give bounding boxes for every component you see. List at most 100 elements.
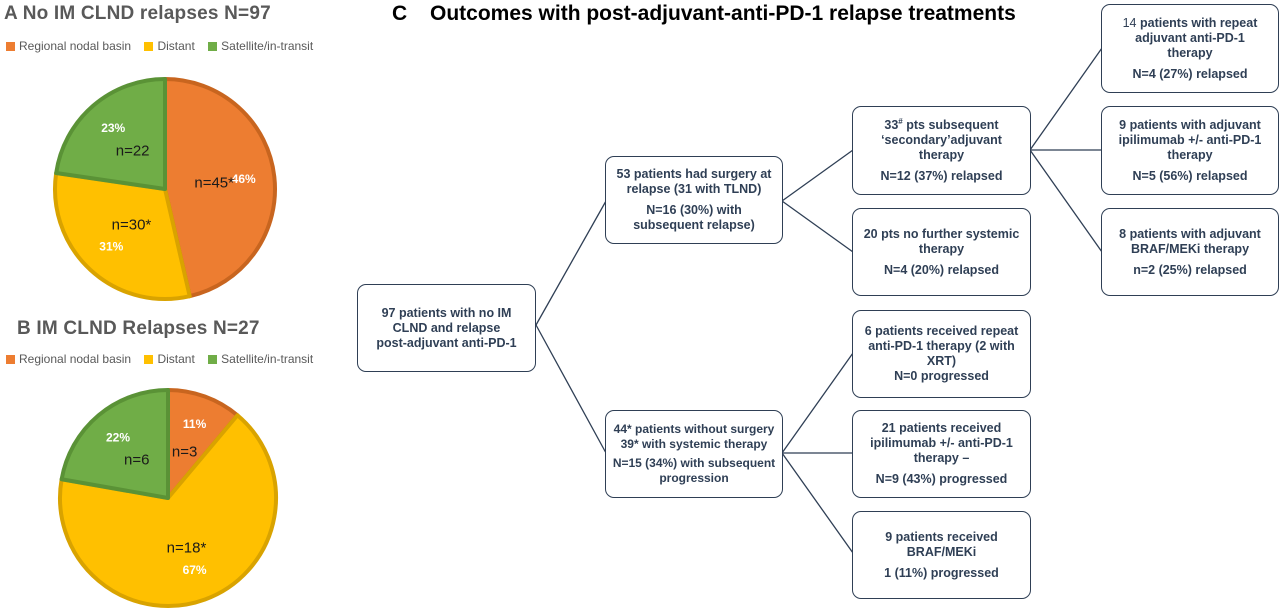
box-outcome: N=4 (20%) relapsed (884, 262, 999, 277)
box-outcome: 1 (11%) progressed (884, 565, 999, 580)
pie-b-slice-2 (59, 388, 170, 500)
pie-b-percent-label: 22% (106, 431, 130, 445)
pie-a-percent-label: 46% (232, 172, 256, 186)
flow-box-root: 97 patients with no IM CLND and relapse … (357, 284, 536, 372)
box-text: 33# pts subsequent (857, 116, 1026, 133)
legend-swatch (208, 41, 218, 51)
box-text: CLND and relapse (392, 320, 501, 335)
pie-a-count-label: n=22 (116, 143, 150, 160)
connector-surgery-secondary (781, 149, 854, 202)
box-text: relapse (31 with TLND) (626, 182, 762, 196)
box-text: therapy (918, 147, 965, 162)
pie-chart-a: 46%n=45*31%n=30*23%n=22 (53, 77, 277, 301)
flow-box-no-further: 20 pts no further systemic therapy N=4 (… (852, 208, 1031, 296)
box-text: therapy (918, 241, 965, 256)
pie-a-count-label: n=45* (194, 174, 234, 191)
legend-item-regional: Regional nodal basin (6, 352, 131, 366)
legend-label: Regional nodal basin (19, 39, 132, 53)
flow-box-repeat-adjuvant-antipd1: 14 patients with repeat adjuvant anti-PD… (1101, 4, 1279, 93)
connector-root-surgery (535, 200, 607, 326)
pie-a-slice-2 (54, 77, 167, 191)
box-text: 97 patients with no IM (381, 305, 512, 320)
box-outcome: N=12 (37%) relapsed (880, 168, 1003, 183)
flow-box-ipi: 21 patients received ipilimumab +/- anti… (852, 410, 1031, 498)
flow-box-braf-adjuvant: 8 patients with adjuvant BRAF/MEKi thera… (1101, 208, 1279, 296)
connector-root-nosurgery (535, 324, 607, 454)
box-outcome: N=0 progressed (894, 369, 989, 383)
legend-item-distant: Distant (144, 39, 195, 53)
pie-b-percent-label: 67% (183, 563, 207, 577)
box-outcome: N=16 (30%) with (646, 203, 742, 217)
panel-a-legend: Regional nodal basin Distant Satellite/i… (6, 39, 323, 54)
panel-c-title: C Outcomes with post-adjuvant-anti-PD-1 r… (392, 2, 1016, 26)
box-text-rest: patients with repeat (1136, 15, 1258, 30)
box-text: BRAF/MEKi therapy (1130, 241, 1250, 256)
legend-label: Satellite/in-transit (221, 352, 314, 366)
box-outcome: N=9 (43%) progressed (875, 472, 1008, 486)
pie-a-slice-1 (53, 171, 192, 301)
legend-label: Satellite/in-transit (221, 39, 314, 53)
box-text: 9 patients received (885, 529, 998, 544)
flow-box-surgery: 53 patients had surgery at relapse (31 w… (605, 156, 783, 244)
pie-a-count-label: n=30* (112, 216, 152, 233)
box-outcome: N=4 (27%) relapsed (1132, 66, 1248, 81)
pie-a-slice-0 (163, 77, 277, 299)
box-text: therapy (1167, 45, 1213, 60)
box-outcome: N=5 (56%) relapsed (1132, 168, 1248, 183)
connector-nosurgery-braf (781, 452, 854, 554)
box-text: ipilimumab +/- anti-PD-1 (1118, 132, 1262, 147)
box-text: 21 patients received (881, 421, 1002, 435)
connector-secondary-braf (1029, 149, 1103, 253)
flow-box-braf: 9 patients received BRAF/MEKi 1 (11%) pr… (852, 511, 1031, 599)
box-text: therapy (1167, 147, 1213, 162)
legend-label: Regional nodal basin (19, 352, 132, 366)
box-outcome: progression (659, 471, 729, 485)
legend-item-satellite: Satellite/in-transit (208, 39, 313, 53)
connector-secondary-repeat (1029, 47, 1103, 151)
box-text: 8 patients with adjuvant (1119, 226, 1261, 241)
pie-b-slice-1 (58, 413, 278, 608)
box-text: 20 pts no further systemic (863, 226, 1020, 241)
panel-c-title-text: Outcomes with post-adjuvant-anti-PD-1 re… (430, 2, 1016, 25)
legend-item-regional: Regional nodal basin (6, 39, 131, 53)
pie-b-count-label: n=18* (167, 540, 207, 557)
panel-b-title: B IM CLND Relapses N=27 (17, 318, 260, 339)
box-outcome: N=15 (34%) with subsequent (612, 456, 776, 470)
panel-a-title: A No IM CLND relapses N=97 (4, 3, 271, 24)
box-text-number: 33 (884, 117, 899, 132)
panel-b-legend: Regional nodal basin Distant Satellite/i… (6, 352, 323, 367)
pie-chart-b: 11% n=3 67% n=18* 22% n=6 (58, 388, 278, 608)
box-text: 6 patients received repeat (864, 324, 1019, 338)
connector-nosurgery-repeat (781, 352, 854, 454)
box-text: therapy – (913, 451, 970, 465)
box-text: 14 patients with repeat (1106, 16, 1274, 31)
box-text: ipilimumab +/- anti-PD-1 (870, 436, 1013, 450)
box-text: post-adjuvant anti-PD-1 (376, 335, 517, 350)
pie-b-count-label: n=3 (172, 443, 197, 460)
flow-box-no-surgery: 44* patients without surgery 39* with sy… (605, 410, 783, 498)
pie-b-count-label: n=6 (124, 452, 149, 469)
pie-a-percent-label: 23% (101, 121, 125, 135)
box-text: adjuvant anti-PD-1 (1135, 30, 1245, 45)
legend-label: Distant (157, 352, 195, 366)
box-text: XRT) (926, 354, 957, 368)
pie-b-percent-label: 11% (183, 417, 207, 431)
legend-label: Distant (157, 39, 195, 53)
box-text: anti-PD-1 therapy (2 with (868, 339, 1015, 353)
legend-swatch (6, 41, 15, 51)
box-text: 53 patients had surgery at (616, 167, 772, 181)
panel-c-letter: C (392, 2, 408, 25)
legend-swatch (208, 354, 218, 364)
box-text: 39* with systemic therapy (620, 437, 768, 451)
box-text: 9 patients with adjuvant (1119, 117, 1261, 132)
flow-box-ipi-adjuvant: 9 patients with adjuvant ipilimumab +/- … (1101, 106, 1279, 195)
box-text-superscript: # (898, 116, 903, 126)
connector-surgery-nofurther (781, 200, 854, 253)
legend-item-satellite: Satellite/in-transit (208, 352, 313, 366)
flow-box-repeat-antipd1: 6 patients received repeat anti-PD-1 the… (852, 310, 1031, 398)
box-text: 44* patients without surgery (613, 422, 775, 436)
box-text: BRAF/MEKi (906, 544, 977, 559)
legend-item-distant: Distant (144, 352, 195, 366)
box-text: ‘secondary’adjuvant (881, 132, 1002, 147)
